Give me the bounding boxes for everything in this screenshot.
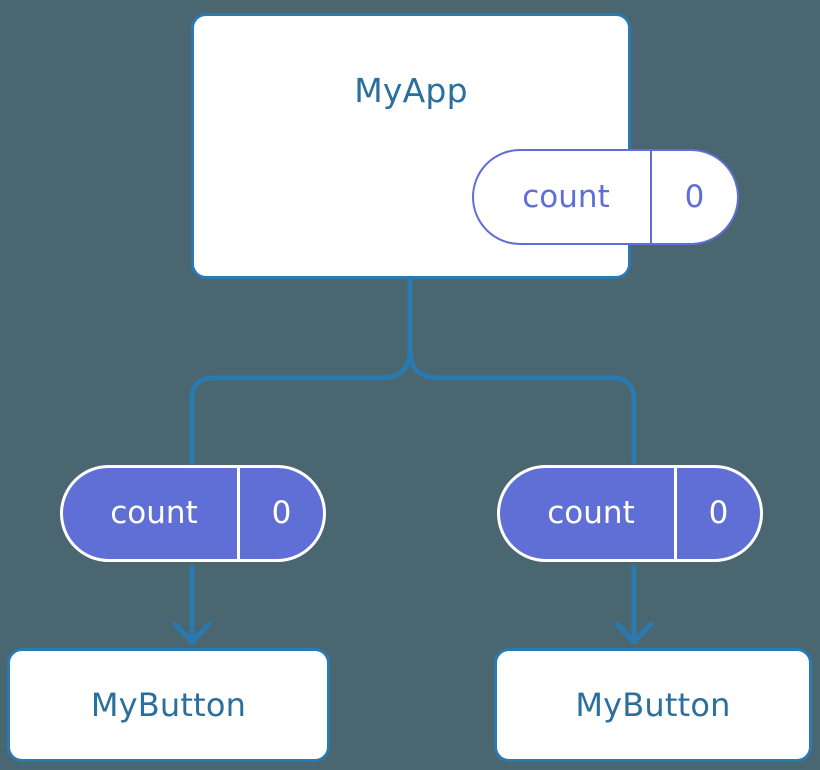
component-label-myapp: MyApp [354,71,468,110]
state-pill-child-2[interactable]: count 0 [497,465,763,562]
state-pill-myapp[interactable]: count 0 [472,149,739,245]
state-value-child-2: 0 [674,468,760,559]
arrow-head-left-icon [172,621,212,645]
component-label-mybutton-2: MyButton [575,686,731,724]
component-label-mybutton-1: MyButton [90,686,247,724]
state-value-child-1: 0 [237,468,323,559]
state-pill-child-1[interactable]: count 0 [60,465,326,562]
state-key-myapp: count [522,178,610,215]
state-key-child-1: count [110,495,198,531]
connector-fork-left [189,345,413,465]
arrow-head-right-icon [614,621,654,645]
state-key-child-2: count [547,495,635,531]
connector-fork-right [407,345,637,465]
component-box-mybutton-1[interactable]: MyButton [7,648,330,762]
state-value-myapp: 0 [650,151,737,243]
component-box-myapp[interactable]: MyApp count 0 [191,13,739,279]
component-box-mybutton-2[interactable]: MyButton [494,648,812,762]
